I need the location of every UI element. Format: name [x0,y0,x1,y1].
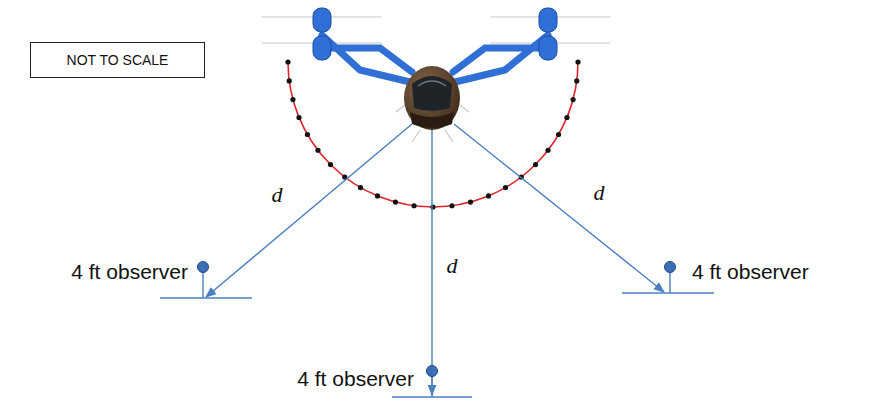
microphone-dot [556,132,561,137]
microphone-dot [411,203,416,208]
distance-label: d [594,180,605,206]
note-box: NOT TO SCALE [30,42,205,78]
note-text: NOT TO SCALE [67,52,169,68]
observers [160,267,714,397]
microphone-dot [430,204,435,209]
microphone-dot [296,115,301,120]
microphone-dot [287,78,292,83]
microphone-dot [305,132,310,137]
microphone-dot [358,185,363,190]
microphone-dot [564,115,569,120]
microphone-dot [375,193,380,198]
microphone-dot [503,185,508,190]
microphone-dot [328,162,333,167]
microphone-dot [285,59,290,64]
microphone-dot [574,78,579,83]
observer-heads [198,262,676,377]
drone [262,8,610,142]
microphone-dots [285,59,580,209]
microphone-dot [533,162,538,167]
microphone-dot [570,97,575,102]
observer-label: 4 ft observer [692,260,809,284]
microphone-dot [486,193,491,198]
microphone-dot [545,148,550,153]
observer-label: 4 ft observer [297,367,414,391]
distance-label: d [272,182,283,208]
distance-label: d [447,253,458,279]
distance-lines [206,124,664,395]
microphone-dot [575,59,580,64]
microphone-dot [468,199,473,204]
microphone-dot [315,148,320,153]
observer-label: 4 ft observer [71,260,188,284]
microphone-dot [393,199,398,204]
noise-arc [288,62,578,207]
microphone-dot [290,97,295,102]
microphone-dot [449,203,454,208]
